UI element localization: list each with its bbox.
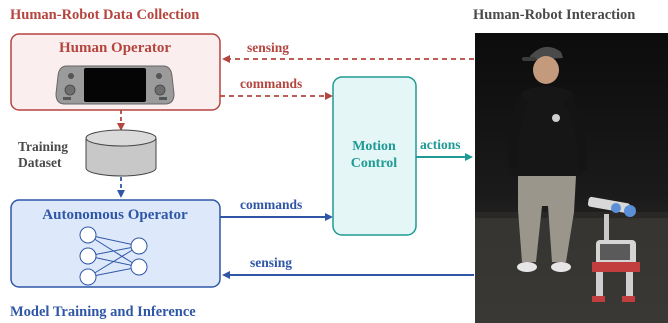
data-collection-heading: Human-Robot Data Collection [10,7,199,23]
sensing-top-label: sensing [247,40,289,55]
robot-figure [587,196,640,302]
training-dataset-cylinder [85,129,157,177]
training-heading: Model Training and Inference [10,304,196,320]
dataset-label-line2: Dataset [18,155,62,170]
person-figure [508,46,587,272]
motion-control-line2: Control [351,156,398,171]
actions-label: actions [420,137,461,152]
human-operator-title: Human Operator [59,40,171,56]
interaction-heading: Human-Robot Interaction [473,7,635,23]
autonomous-operator-title: Autonomous Operator [42,207,188,223]
controller-icon [55,65,175,105]
autonomous-operator-box [10,199,221,288]
commands-top-label: commands [240,76,302,91]
commands-bottom-label: commands [240,197,302,212]
motion-control-line1: Motion [352,139,396,154]
interaction-photo [475,33,668,323]
sensing-bottom-label: sensing [250,255,292,270]
dataset-label-line1: Training [18,139,68,154]
neural-network-icon [79,226,148,286]
